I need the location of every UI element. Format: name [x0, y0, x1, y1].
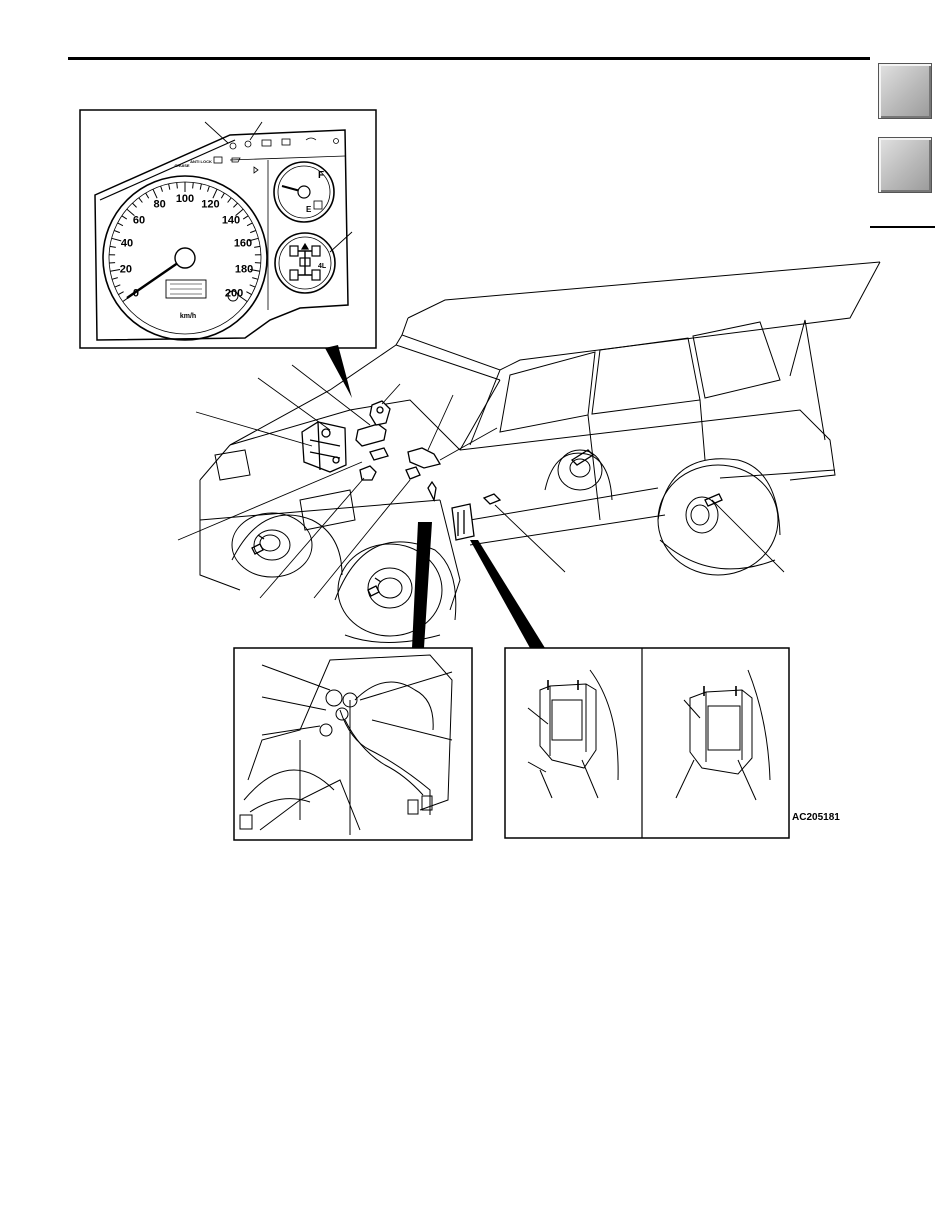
speed-tick	[199, 183, 202, 190]
anti-lock-label: ANTI LOCK	[190, 159, 212, 164]
speed-scale-label: 0	[133, 287, 139, 299]
four-wheel-drive-indicator	[274, 232, 336, 294]
side-rule	[870, 226, 935, 228]
speed-scale-label: 180	[235, 263, 253, 275]
relay-block	[355, 423, 389, 461]
speed-tick	[168, 183, 171, 190]
speed-tick	[249, 284, 256, 288]
speed-tick	[238, 295, 248, 303]
speed-scale-label: 40	[121, 238, 133, 250]
front-right-wheel	[334, 541, 457, 643]
speed-tick	[132, 202, 137, 208]
g-sensor	[369, 400, 391, 426]
speed-tick	[138, 197, 143, 203]
ecu-pointer	[470, 540, 545, 648]
speed-tick	[252, 277, 259, 280]
stop-lamp-switch	[359, 465, 377, 481]
speed-tick	[227, 197, 232, 203]
mode-indicator-4l: 4L	[318, 263, 327, 270]
speed-unit: km/h	[180, 313, 196, 320]
speed-tick	[220, 192, 225, 199]
speed-tick	[152, 188, 158, 199]
speed-tick	[233, 202, 238, 208]
rear-right-wheel	[657, 458, 781, 576]
figure-code: AC205181	[792, 812, 840, 823]
section-tab-1[interactable]	[878, 63, 932, 119]
speed-tick	[118, 291, 124, 296]
speed-tick	[212, 188, 218, 199]
speedometer	[102, 175, 268, 341]
transfer-case-inset	[233, 647, 473, 841]
speed-scale-label: 140	[222, 214, 240, 226]
speed-scale-label: 160	[234, 238, 252, 250]
inset-pointer	[325, 345, 352, 398]
speed-tick	[110, 269, 121, 272]
fuel-empty-mark: E	[306, 205, 312, 214]
speed-scale-label: 100	[176, 193, 194, 205]
speed-tick	[160, 185, 163, 192]
fuel-gauge	[273, 161, 335, 223]
fuel-full-mark: F	[318, 170, 324, 181]
speed-tick	[126, 208, 135, 216]
speed-tick	[250, 230, 256, 234]
speed-tick	[145, 192, 150, 199]
speed-tick	[242, 215, 249, 220]
speed-scale-label: 200	[225, 287, 243, 299]
speed-tick	[249, 269, 260, 272]
speed-tick	[246, 291, 252, 296]
top-rule	[68, 57, 870, 60]
speed-tick	[254, 245, 261, 248]
warning-lamps-row	[213, 137, 339, 174]
front-left-wheel	[231, 512, 343, 578]
leader-lines	[177, 364, 785, 599]
speed-scale-label: 60	[133, 214, 145, 226]
speed-scale-label: 120	[201, 199, 219, 211]
speed-tick	[207, 185, 210, 192]
cruise-label: CRUISE	[174, 163, 189, 168]
speed-tick	[176, 182, 178, 189]
speed-tick	[235, 208, 244, 216]
vehicle-outline	[199, 261, 881, 643]
transfer-pointer	[412, 522, 432, 648]
hydraulic-unit	[301, 421, 347, 473]
speed-tick	[248, 237, 259, 242]
ecu-inset	[504, 647, 790, 839]
rear-left-wheel	[544, 449, 613, 501]
section-tab-2[interactable]	[878, 137, 932, 193]
speed-tick	[109, 245, 116, 248]
steering-sensor	[407, 447, 442, 469]
speed-tick	[114, 230, 120, 234]
abs-ecu	[451, 503, 475, 541]
brake-switch	[405, 466, 421, 480]
speed-tick	[111, 237, 122, 242]
speed-tick	[246, 222, 253, 227]
speed-scale-label: 80	[153, 199, 165, 211]
speed-tick	[192, 182, 194, 189]
speed-tick	[114, 284, 121, 288]
speed-scale-label: 20	[120, 263, 132, 275]
rear-sensor-bracket	[482, 493, 502, 505]
engine-bay-components	[301, 400, 502, 541]
speed-tick	[117, 222, 124, 227]
transfer-switch	[427, 480, 437, 503]
speed-tick	[111, 277, 118, 280]
speed-tick	[121, 215, 128, 220]
